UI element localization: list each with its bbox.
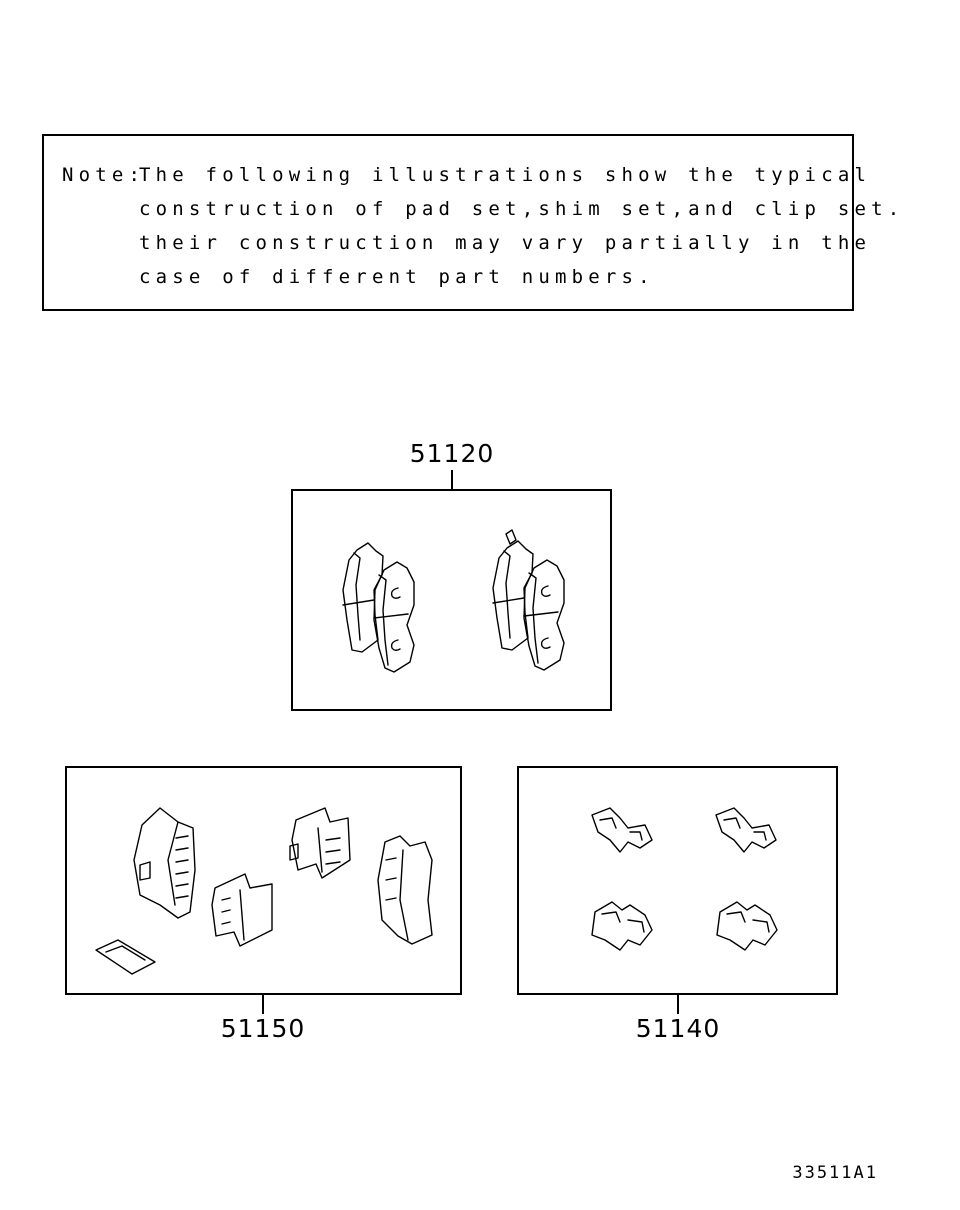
part-number-shim-set[interactable]: 51150 — [220, 1014, 306, 1043]
leader-line-pad-set — [451, 470, 453, 490]
note-box: Note: The following illustrations show t… — [42, 134, 899, 311]
brake-pad-illustration — [342, 542, 415, 673]
note-line-4: case of different part numbers. — [139, 266, 655, 288]
note-line-1: The following illustrations show the typ… — [139, 164, 872, 186]
figure-code: 33511A1 — [792, 1163, 878, 1183]
note-label: Note: — [62, 164, 146, 186]
shim-illustration — [95, 807, 433, 975]
part-number-pad-set[interactable]: 51120 — [409, 439, 495, 468]
part-number-clip-set[interactable]: 51140 — [635, 1014, 721, 1043]
clip-illustration — [591, 807, 778, 951]
note-line-3: their construction may vary partially in… — [139, 232, 872, 254]
pad-set-box[interactable] — [291, 489, 612, 711]
leader-line-shim-set — [262, 994, 264, 1014]
note-line-2: construction of pad set,shim set,and cli… — [139, 198, 905, 220]
leader-line-clip-set — [677, 994, 679, 1014]
brake-pad-with-wear-indicator-illustration — [492, 529, 565, 671]
